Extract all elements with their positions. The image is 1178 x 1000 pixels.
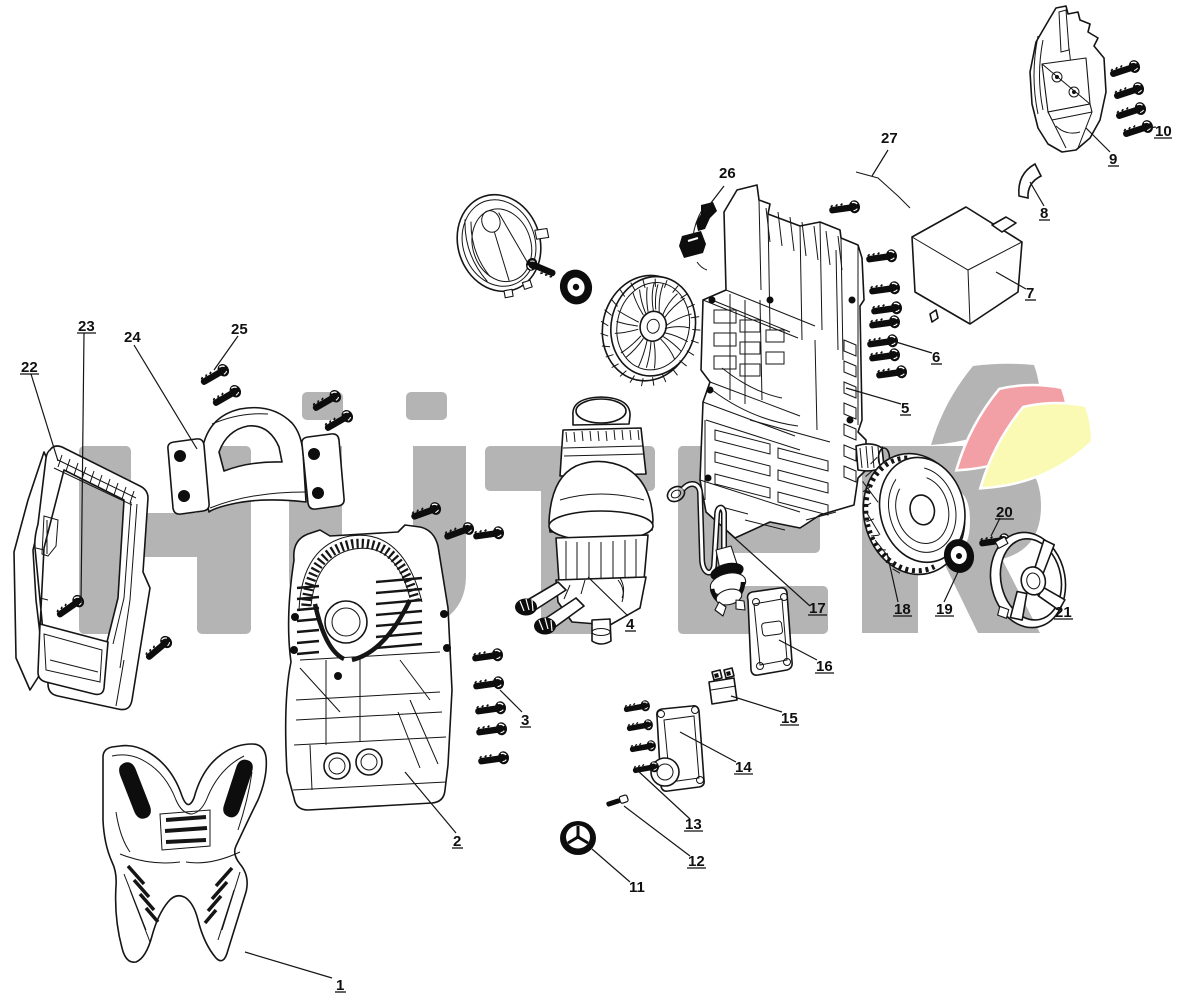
svg-text:8: 8 (1040, 205, 1048, 222)
svg-text:21: 21 (1055, 604, 1072, 621)
svg-text:13: 13 (685, 816, 702, 833)
svg-text:27: 27 (881, 130, 898, 147)
svg-text:2: 2 (453, 833, 461, 850)
svg-text:11: 11 (629, 879, 645, 896)
svg-text:22: 22 (21, 359, 38, 376)
svg-text:16: 16 (816, 658, 833, 675)
svg-text:5: 5 (901, 400, 909, 417)
svg-text:23: 23 (78, 318, 95, 335)
svg-text:3: 3 (521, 712, 529, 729)
svg-text:15: 15 (781, 710, 798, 727)
svg-text:14: 14 (735, 759, 752, 776)
svg-text:17: 17 (809, 600, 826, 617)
svg-text:4: 4 (626, 616, 635, 633)
svg-text:7: 7 (1026, 285, 1034, 302)
svg-text:10: 10 (1155, 123, 1172, 140)
svg-text:9: 9 (1109, 151, 1117, 168)
svg-text:6: 6 (932, 349, 940, 366)
svg-text:26: 26 (719, 165, 736, 182)
svg-text:18: 18 (894, 601, 911, 618)
svg-text:12: 12 (688, 853, 705, 870)
svg-text:25: 25 (231, 321, 248, 338)
svg-text:20: 20 (996, 504, 1013, 521)
svg-text:24: 24 (124, 329, 141, 346)
svg-text:1: 1 (336, 977, 344, 994)
svg-text:19: 19 (936, 601, 953, 618)
